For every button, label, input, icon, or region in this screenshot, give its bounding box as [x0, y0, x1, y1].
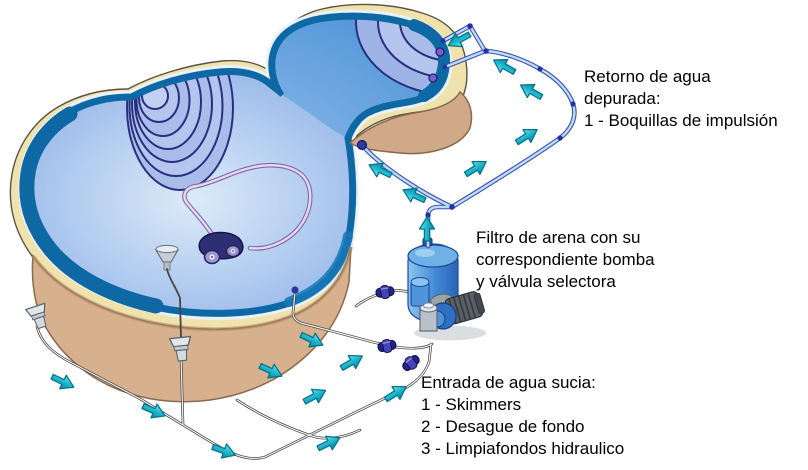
pump-strainer-pot: [419, 302, 438, 332]
filter-pump-unit: [407, 237, 486, 341]
flow-arrow-icon: [418, 216, 436, 242]
valve-icon: [399, 351, 423, 375]
label-line: 3 - Limpiafondos hidraulico: [421, 439, 625, 458]
pool: [9, 3, 468, 330]
pool-stairs: [126, 25, 234, 191]
return-nozzles: [428, 47, 445, 83]
flow-arrow-icon: [461, 154, 491, 182]
return-water-label: Retorno de agua depurada: 1 - Boquillas …: [584, 66, 778, 132]
flow-arrow-icon: [48, 369, 78, 395]
label-line: y válvula selectora: [476, 272, 616, 291]
return-nozzle-icon: [435, 47, 445, 57]
dirty-water-inlet-label: Entrada de agua sucia: 1 - Skimmers 2 - …: [421, 372, 624, 460]
valve-icon: [374, 283, 396, 301]
return-nozzle-icon: [428, 73, 438, 83]
multiport-valve: [410, 277, 430, 307]
return-inlet-fitting: [356, 139, 368, 151]
label-line: depurada:: [584, 89, 661, 108]
label-line: Filtro de arena con su: [476, 228, 641, 247]
return-pipes: [356, 23, 577, 249]
label-line: 1 - Skimmers: [421, 395, 522, 414]
earth-face-upper: [348, 90, 473, 155]
flow-arrow-icon: [314, 430, 344, 456]
label-line: Retorno de agua: [584, 67, 711, 86]
main-drain-funnel: [154, 244, 180, 271]
flow-arrow-icon: [300, 383, 330, 409]
flow-arrow-icon: [516, 77, 546, 105]
cleaner-hose: [182, 162, 313, 251]
pump: [419, 291, 486, 332]
sand-filter-label: Filtro de arena con su correspondiente b…: [476, 227, 655, 293]
label-line: Entrada de agua sucia:: [421, 373, 596, 392]
valve-icon: [376, 337, 398, 355]
earth-cross-section: [31, 90, 473, 403]
label-line: 2 - Desague de fondo: [421, 417, 585, 436]
flow-arrow-icon: [381, 379, 411, 407]
pool-wall-bands: [19, 14, 451, 315]
flow-arrow-icon: [512, 122, 542, 150]
pool-cleaner-robot: [198, 231, 244, 265]
label-line: 1 - Boquillas de impulsión: [584, 111, 778, 130]
label-line: correspondiente bomba: [476, 250, 655, 269]
flow-arrow-icon: [337, 348, 367, 376]
